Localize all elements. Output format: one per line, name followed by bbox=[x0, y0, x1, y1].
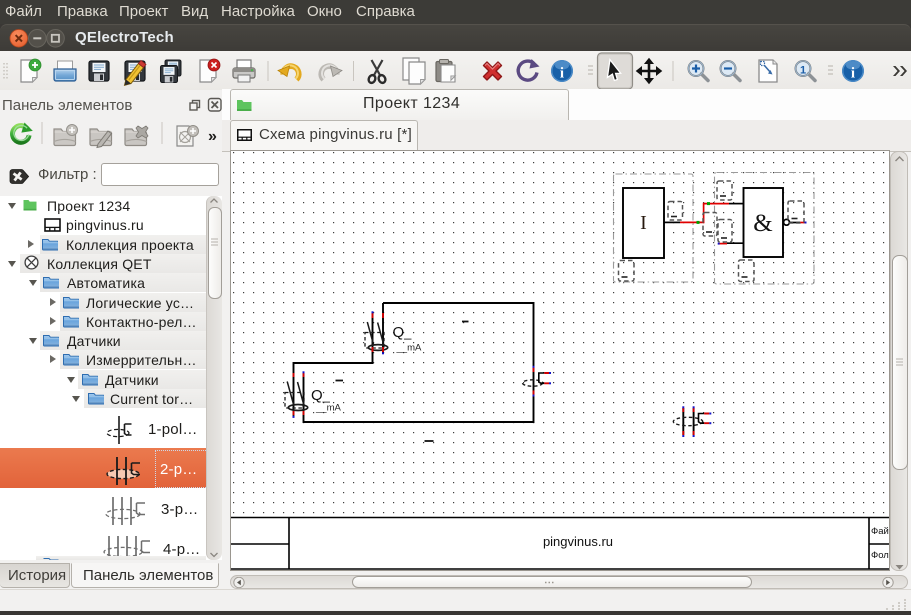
svg-text:&: & bbox=[753, 210, 772, 237]
svg-text:__mA: __mA bbox=[396, 343, 422, 354]
svg-text:»: » bbox=[208, 128, 217, 145]
svg-text:pingvinus.ru: pingvinus.ru bbox=[543, 534, 613, 549]
svg-text:Q_: Q_ bbox=[311, 387, 331, 404]
svg-text:1: 1 bbox=[800, 65, 806, 77]
svg-text:I: I bbox=[640, 212, 647, 234]
svg-text:Q_: Q_ bbox=[393, 324, 413, 341]
svg-text:Фай: Фай bbox=[871, 526, 889, 537]
svg-text:Фол: Фол bbox=[871, 550, 889, 561]
svg-text:__mA: __mA bbox=[315, 403, 341, 414]
